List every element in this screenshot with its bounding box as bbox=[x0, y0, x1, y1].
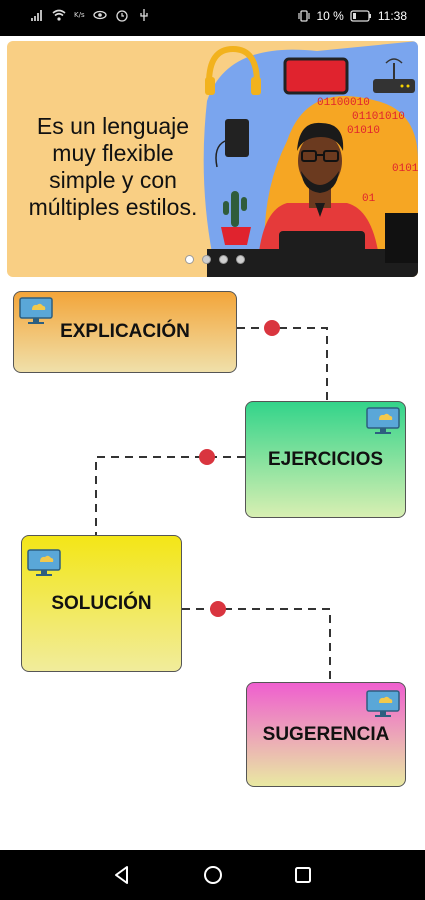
sugerencia-button[interactable]: SUGERENCIA bbox=[246, 682, 406, 787]
recent-square-icon[interactable] bbox=[292, 864, 314, 886]
navigation-bar bbox=[0, 850, 425, 900]
banner-text-line: muy flexible bbox=[52, 140, 174, 166]
binary-text: 01100010 bbox=[317, 97, 370, 109]
computer-monitor-icon bbox=[19, 297, 53, 324]
status-time: 11:38 bbox=[377, 9, 407, 23]
battery-percent: 10 % bbox=[316, 9, 344, 23]
status-left-icons: K/s bbox=[30, 8, 151, 22]
node-label: SOLUCIÓN bbox=[51, 592, 152, 614]
ejercicios-button[interactable]: EJERCICIOS bbox=[245, 401, 406, 518]
flow-connectors bbox=[95, 320, 331, 682]
status-right: 10 % 11:38 bbox=[297, 9, 407, 23]
banner-illustration: 01100010 01101010 01010 0101 01 bbox=[203, 41, 418, 277]
connector-line bbox=[182, 608, 331, 682]
connector-dot bbox=[264, 320, 280, 336]
eye-icon bbox=[92, 10, 107, 20]
computer-monitor-icon bbox=[366, 407, 400, 434]
status-bar: K/s 10 % 11:38 bbox=[0, 0, 425, 36]
vibrate-icon bbox=[297, 10, 310, 22]
connector-dot bbox=[199, 449, 215, 465]
banner-text-line: múltiples estilos. bbox=[28, 194, 198, 220]
binary-text: 01010 bbox=[347, 125, 380, 137]
binary-text: 01 bbox=[362, 193, 376, 205]
back-triangle-icon[interactable] bbox=[111, 864, 133, 886]
signal-icon bbox=[31, 10, 42, 21]
banner-text-line: Es un lenguaje bbox=[36, 113, 190, 139]
phone-icon bbox=[225, 119, 249, 157]
banner-text: Es un lenguaje muy flexible simple y con… bbox=[15, 113, 211, 221]
banner-text-line: simple y con bbox=[49, 167, 177, 193]
computer-monitor-icon bbox=[366, 690, 400, 717]
node-label: SUGERENCIA bbox=[262, 723, 390, 745]
carousel-dot[interactable] bbox=[202, 255, 211, 264]
carousel-dot[interactable] bbox=[236, 255, 245, 264]
carousel-indicator bbox=[185, 255, 245, 264]
connector-line bbox=[237, 327, 328, 401]
binary-text: 0101 bbox=[392, 163, 418, 175]
connector-line bbox=[95, 456, 245, 535]
tablet-icon bbox=[283, 57, 349, 95]
router-icon bbox=[373, 58, 415, 93]
headphones-icon bbox=[205, 45, 261, 95]
node-label: EJERCICIOS bbox=[267, 448, 384, 470]
laptop-icon bbox=[207, 213, 418, 277]
explicacion-button[interactable]: EXPLICACIÓN bbox=[13, 291, 237, 373]
battery-icon bbox=[350, 10, 371, 22]
alarm-icon bbox=[115, 10, 128, 22]
binary-text: 01101010 bbox=[352, 111, 405, 123]
solucion-button[interactable]: SOLUCIÓN bbox=[21, 535, 182, 672]
node-label: EXPLICACIÓN bbox=[60, 321, 190, 342]
banner-carousel[interactable]: Es un lenguaje muy flexible simple y con… bbox=[7, 41, 418, 277]
network-speed: K/s bbox=[74, 11, 85, 19]
wifi-icon bbox=[52, 9, 66, 21]
usb-icon bbox=[139, 9, 148, 21]
flow-menu: EXPLICACIÓN EJERCICIOS SOLUCIÓN SUGERENC… bbox=[0, 280, 425, 820]
carousel-dot[interactable] bbox=[219, 255, 228, 264]
home-circle-icon[interactable] bbox=[202, 864, 224, 886]
computer-monitor-icon bbox=[27, 549, 61, 576]
cactus-icon bbox=[221, 191, 251, 245]
connector-dot bbox=[210, 601, 226, 617]
carousel-dot[interactable] bbox=[185, 255, 194, 264]
